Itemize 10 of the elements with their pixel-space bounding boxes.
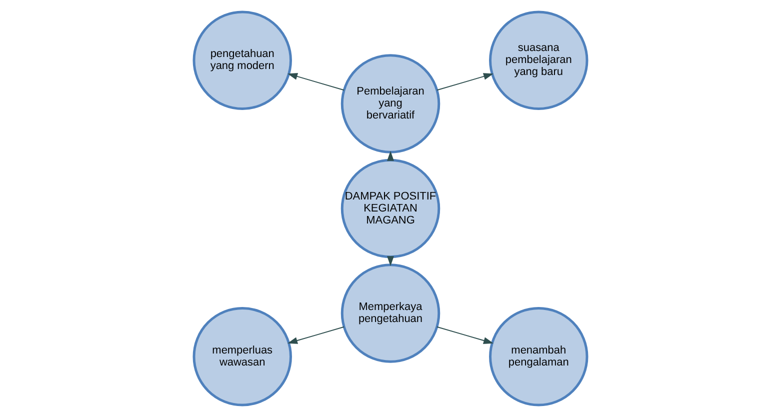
node-circle: memperluas wawasan [192, 307, 292, 406]
node-circle: pengetahuan yang modern [192, 10, 292, 110]
arrow [436, 73, 494, 91]
node-circle: Pembelajaran yang bervariatif [340, 54, 440, 154]
node-circle: suasana pembelajaran yang baru [489, 10, 588, 110]
arrow [287, 326, 345, 344]
arrow [436, 326, 494, 344]
node-circle: menambah pengalaman [489, 307, 588, 406]
arrow [287, 73, 345, 91]
node-circle: Memperkaya pengetahuan [340, 264, 440, 363]
